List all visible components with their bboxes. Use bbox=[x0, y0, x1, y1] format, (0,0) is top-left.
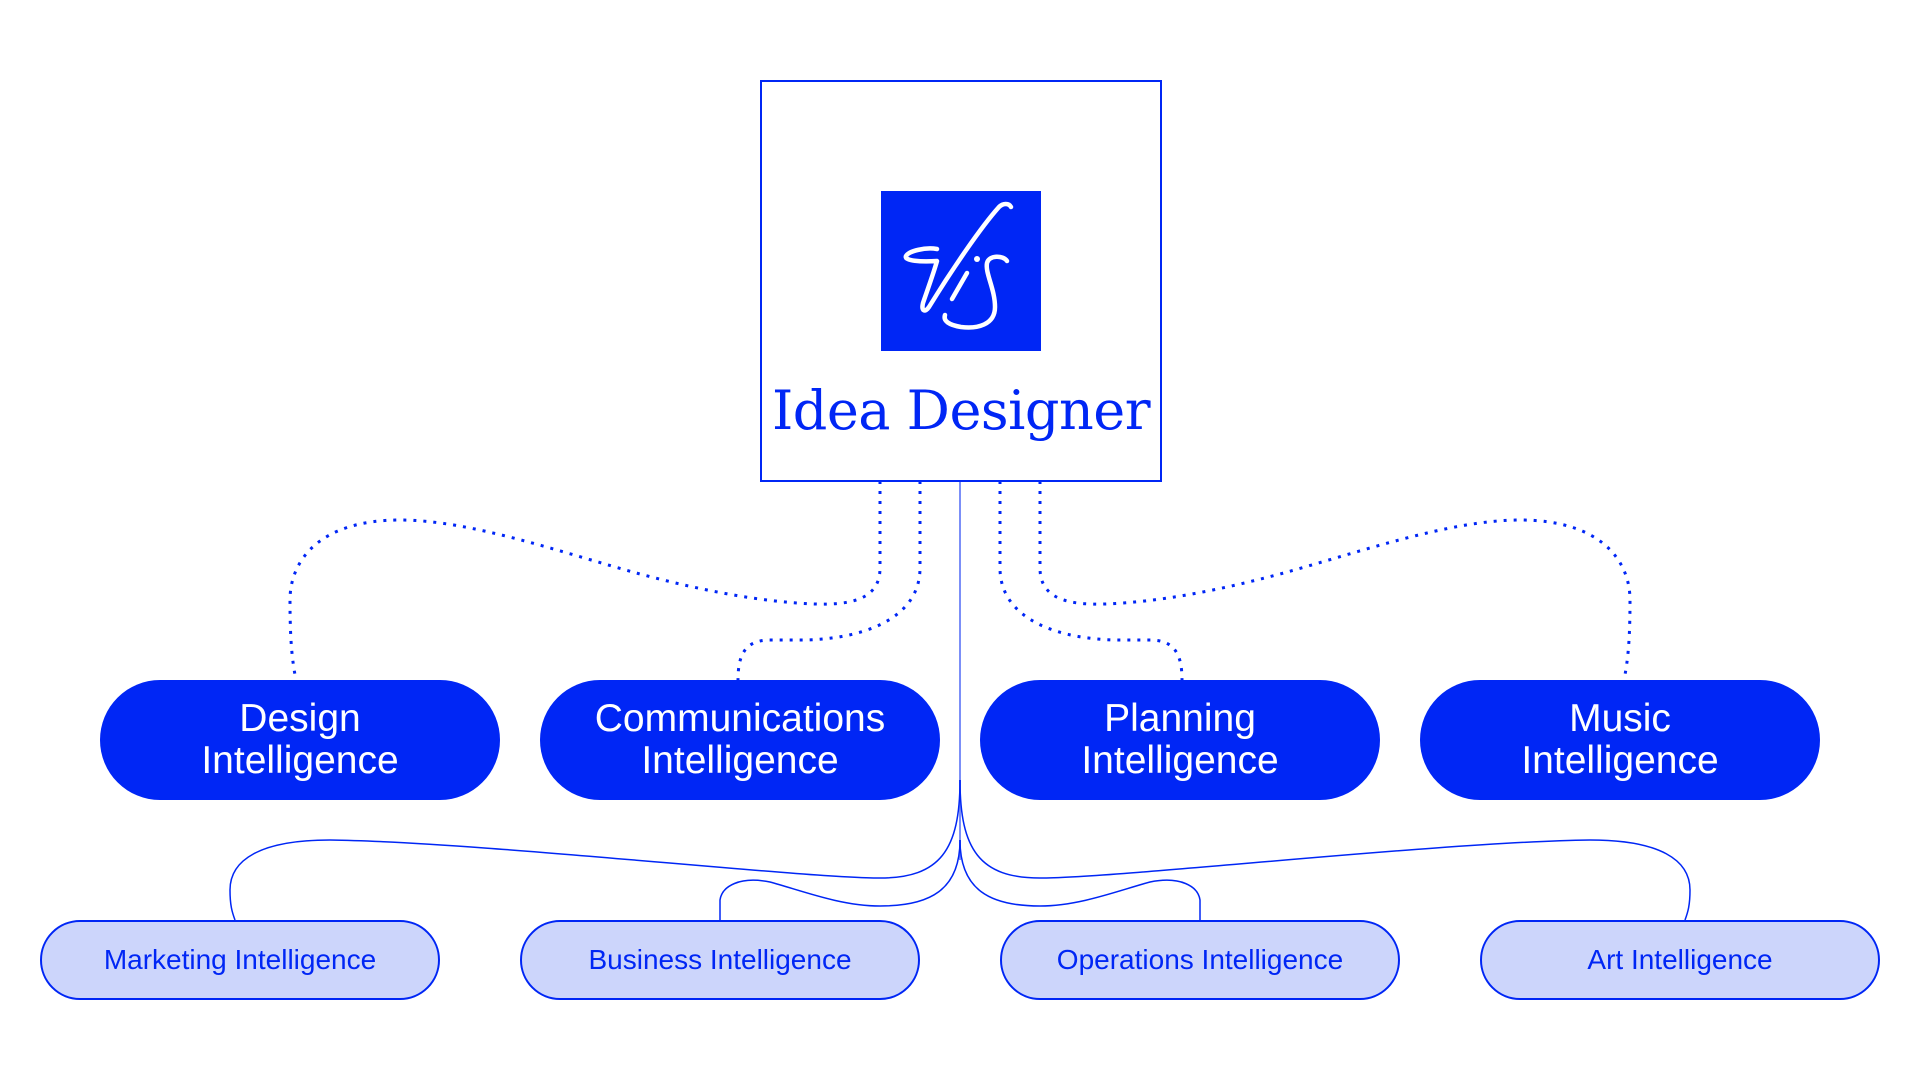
node-label: Business Intelligence bbox=[588, 944, 852, 975]
connector-planning bbox=[998, 481, 1184, 681]
node-label: Planning Intelligence bbox=[1081, 698, 1278, 782]
node-label-line1: Communications bbox=[594, 697, 886, 740]
node-design-intelligence[interactable]: Design Intelligence bbox=[100, 680, 500, 800]
connector-marketing bbox=[229, 779, 961, 921]
vis-signature-icon bbox=[903, 201, 1014, 330]
node-label: Operations Intelligence bbox=[1056, 944, 1344, 975]
node-business-intelligence[interactable]: Business Intelligence bbox=[520, 920, 920, 1000]
connector-communications bbox=[736, 481, 922, 681]
node-label-line1: Music bbox=[1569, 697, 1671, 740]
node-operations-intelligence[interactable]: Operations Intelligence bbox=[1000, 920, 1400, 1000]
node-label: Communications Intelligence bbox=[595, 698, 885, 782]
node-label-line2: Intelligence bbox=[641, 739, 839, 782]
vis-logo-icon bbox=[881, 191, 1041, 351]
node-label-line2: Intelligence bbox=[201, 739, 399, 782]
root-title: Idea Designer bbox=[771, 379, 1151, 442]
node-label: Marketing Intelligence bbox=[103, 944, 377, 975]
root-node-idea-designer[interactable]: Idea Designer bbox=[760, 80, 1162, 482]
connector-music bbox=[1038, 481, 1632, 681]
node-label-line1: Planning bbox=[1104, 697, 1256, 740]
node-planning-intelligence[interactable]: Planning Intelligence bbox=[980, 680, 1380, 800]
node-label: Art Intelligence bbox=[1587, 944, 1773, 975]
connector-business bbox=[719, 839, 961, 920]
connector-design bbox=[288, 481, 882, 681]
node-art-intelligence[interactable]: Art Intelligence bbox=[1480, 920, 1880, 1000]
connector-operations bbox=[959, 839, 1201, 920]
node-label: Music Intelligence bbox=[1521, 698, 1718, 782]
node-label: Design Intelligence bbox=[201, 698, 398, 782]
node-label-line2: Intelligence bbox=[1521, 739, 1719, 782]
node-communications-intelligence[interactable]: Communications Intelligence bbox=[540, 680, 940, 800]
node-label-line2: Intelligence bbox=[1081, 739, 1279, 782]
connector-art bbox=[959, 779, 1691, 921]
node-label-line1: Design bbox=[239, 697, 361, 740]
node-music-intelligence[interactable]: Music Intelligence bbox=[1420, 680, 1820, 800]
node-marketing-intelligence[interactable]: Marketing Intelligence bbox=[40, 920, 440, 1000]
